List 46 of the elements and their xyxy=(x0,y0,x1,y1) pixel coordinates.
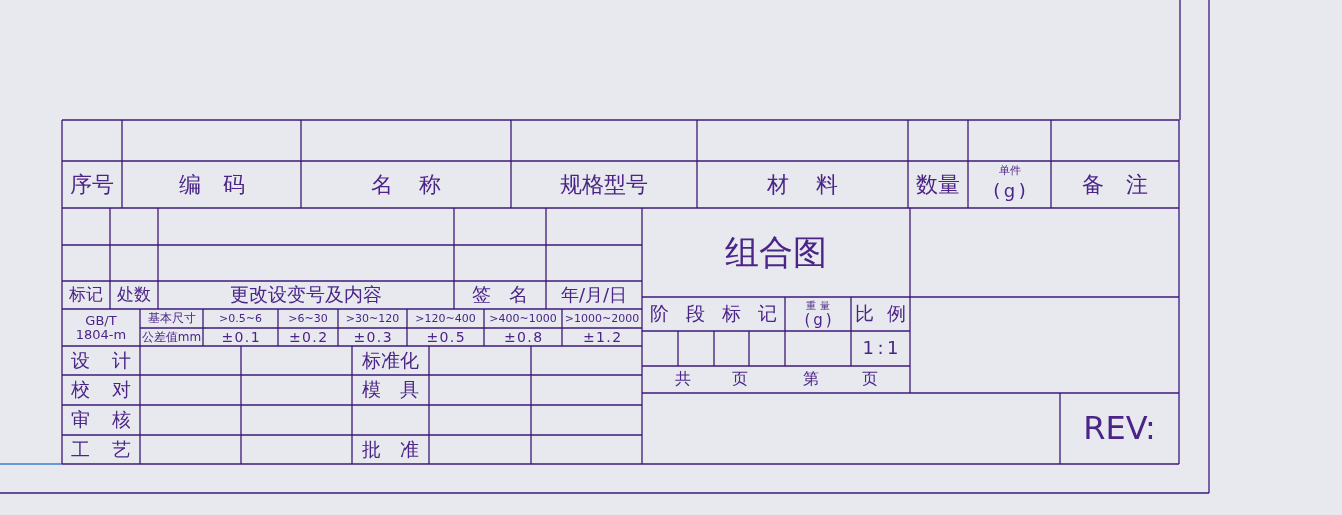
column-header: 数量 xyxy=(916,172,960,197)
table-value: ±0.1 xyxy=(220,329,261,345)
field-label: 共 xyxy=(674,371,691,388)
table-value: ±0.2 xyxy=(287,329,329,345)
field-label: 批准 xyxy=(361,439,438,460)
unit-label: (g) xyxy=(803,313,835,329)
field-label: 比例 xyxy=(853,304,920,324)
column-header: 年/月/日 xyxy=(560,285,628,305)
column-header: 序号 xyxy=(70,172,114,197)
unit-label: (g) xyxy=(992,182,1030,201)
row-header: 公差值mm xyxy=(141,330,202,344)
field-label: 页 xyxy=(861,371,878,388)
column-header: 编码 xyxy=(177,172,267,197)
column-header: 标记 xyxy=(69,286,103,304)
column-header: 材料 xyxy=(766,172,865,197)
field-label: 校对 xyxy=(69,380,155,400)
standard-label: GB/T 1804-m xyxy=(74,313,128,342)
column-header: 更改设变号及内容 xyxy=(230,285,382,305)
field-label: 页 xyxy=(731,371,748,388)
column-header: 签名 xyxy=(471,285,545,305)
field-label: 审核 xyxy=(69,410,155,430)
table-value: ±1.2 xyxy=(581,329,623,345)
field-label: 第 xyxy=(802,371,819,388)
column-header: 单件 xyxy=(998,165,1021,177)
row-header: 基本尺寸 xyxy=(147,312,196,325)
table-value: >120~400 xyxy=(415,312,476,325)
table-value: >0.5~6 xyxy=(219,312,262,325)
table-value: ±0.5 xyxy=(425,329,466,345)
column-header: 处数 xyxy=(117,286,151,304)
field-label: 重量 xyxy=(805,301,834,312)
column-header: 备注 xyxy=(1081,172,1170,197)
drawing-title: 组合图 xyxy=(725,234,827,271)
column-header: 名称 xyxy=(369,172,468,197)
field-label: 模具 xyxy=(361,380,438,400)
table-value: >1000~2000 xyxy=(564,312,640,325)
revision-label: REV: xyxy=(1083,411,1156,446)
scale-value: 1:1 xyxy=(861,339,903,358)
table-value: >6~30 xyxy=(288,312,328,325)
table-value: ±0.3 xyxy=(352,329,393,345)
field-label: 工艺 xyxy=(69,439,155,460)
table-value: ±0.8 xyxy=(502,329,544,345)
field-label: 设计 xyxy=(69,350,155,371)
table-value: >400~1000 xyxy=(489,312,557,325)
table-value: >30~120 xyxy=(345,312,400,325)
field-label: 标准化 xyxy=(362,350,419,371)
column-header: 规格型号 xyxy=(560,172,648,197)
